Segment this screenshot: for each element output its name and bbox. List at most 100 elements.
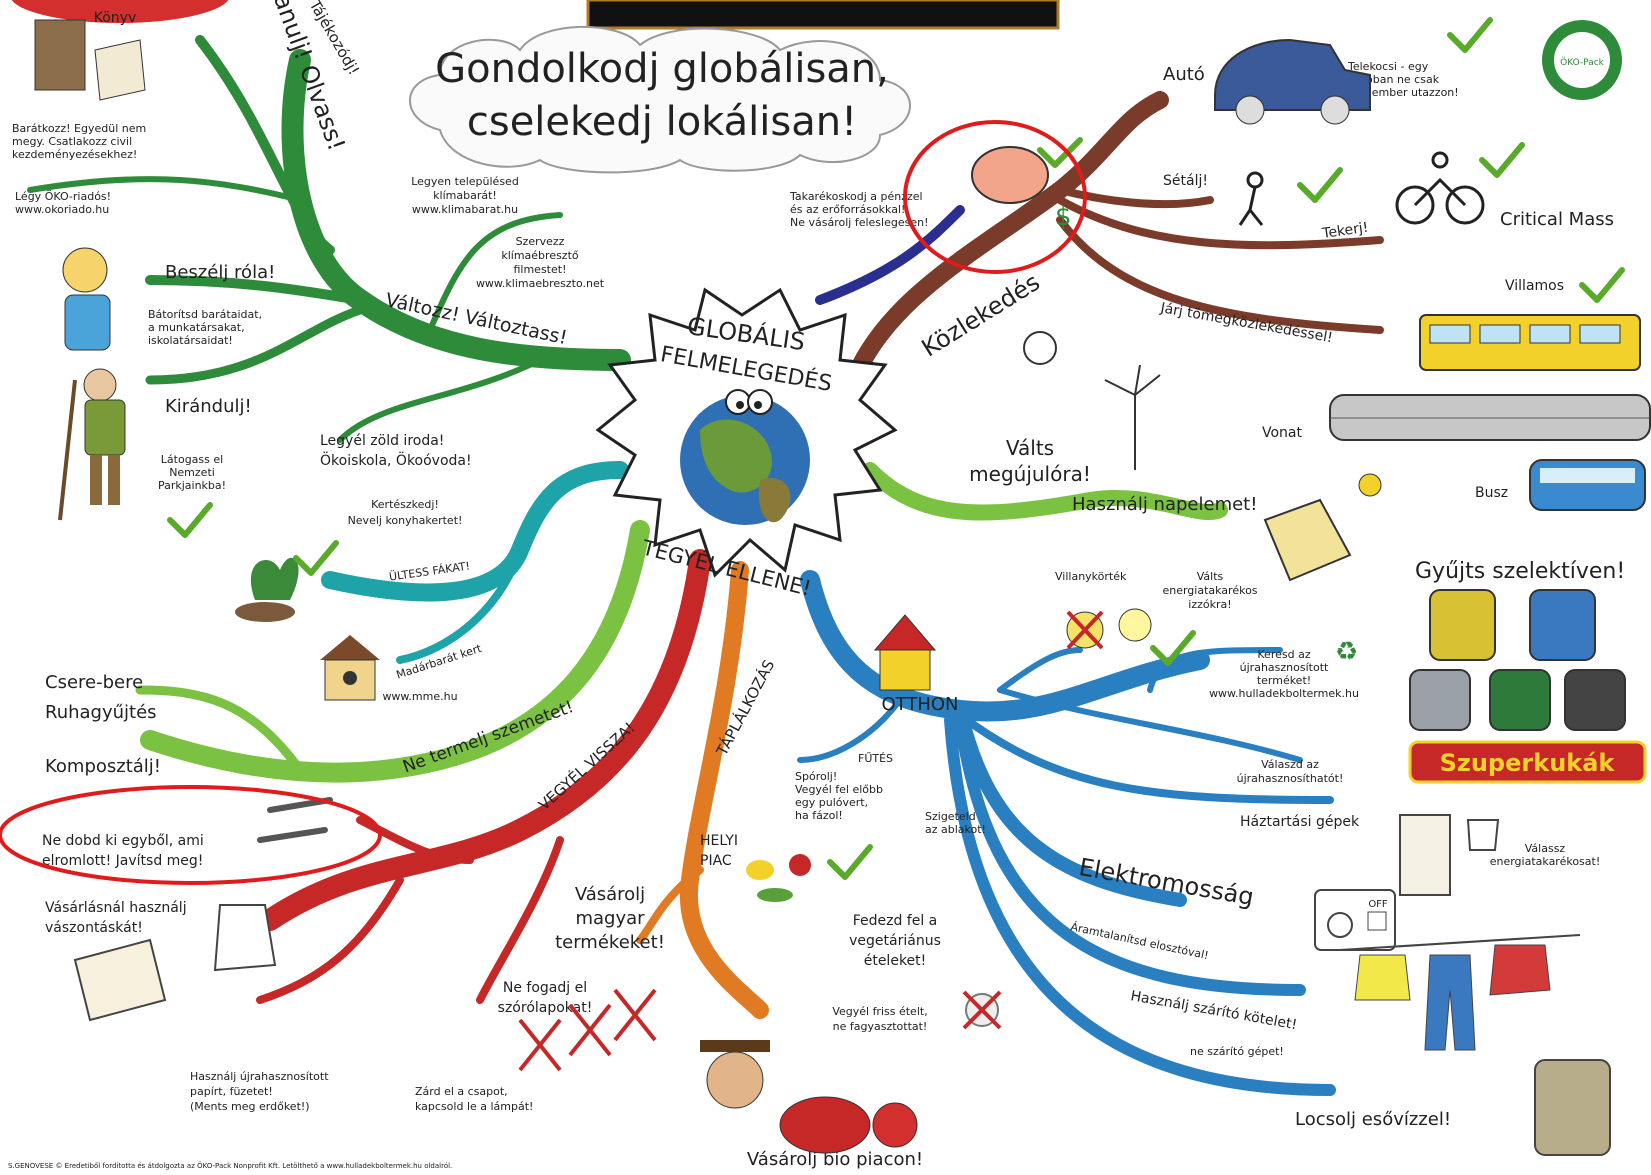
branch-ne-fogadj [476, 836, 564, 1004]
branch-futes [797, 697, 903, 763]
text-line: terméket! [1257, 674, 1311, 687]
text-line: filmestet! [513, 263, 566, 276]
wind-turbine-illustration [1104, 364, 1161, 470]
text-komposztalj: Komposztálj! [45, 756, 161, 777]
svg-text:$: $ [1055, 202, 1072, 232]
branch-setalj [1056, 186, 1214, 209]
text-line: Látogass el [161, 453, 223, 466]
text-line: Parkjainkba! [158, 479, 226, 492]
text-line: Legyél zöld iroda! [320, 433, 444, 449]
kettle-illustration [1466, 819, 1500, 851]
highlight-circle-takarekoskodj [903, 120, 1087, 274]
branch-beszelj [145, 275, 365, 305]
checkmark-icon [1037, 137, 1083, 168]
text-villamos: Villamos [1505, 278, 1564, 294]
text-line: vászontáskát! [45, 920, 143, 936]
branch-takarekoskodj [815, 205, 965, 305]
tools-icon [257, 797, 333, 843]
branch-ne-dobd [356, 816, 474, 864]
text-line: www.hulladekboltermek.hu [1209, 687, 1359, 700]
text-line: Ne vásárolj feleslegesen! [790, 216, 928, 229]
text-ultess: ÜLTESS FÁKAT! [388, 559, 470, 583]
recycle-icon: ♻ [1335, 637, 1358, 667]
text-setalj: Sétálj! [1163, 173, 1208, 189]
text-line: újrahasznosított [1240, 661, 1329, 674]
checkmark-icon [827, 844, 873, 880]
logo-text: ÖKO-Pack [1560, 57, 1605, 68]
branch-kirandulj [145, 305, 365, 385]
text-line: Légy ÖKO-riadós! [15, 190, 111, 203]
text-zold-iroda: Legyél zöld iroda!Ökoiskola, Ökoóvoda! [320, 433, 472, 469]
text-kerteszkedj: Kertészkedj! Nevelj konyhakertet! [348, 498, 463, 527]
text-line: papírt, füzetet! [190, 1085, 273, 1098]
text-locsolj: Locsolj esővízzel! [1295, 1109, 1451, 1130]
text-line: energiatakarékos [1162, 584, 1257, 597]
title-line2: cselekedj lokálisan! [467, 99, 857, 145]
text-line: vegetáriánus [849, 933, 941, 949]
credit-line: S.GENOVESE © Eredetiből fordította és át… [8, 1161, 452, 1170]
text-line: PIAC [700, 853, 732, 869]
text-critical: Critical Mass [1500, 209, 1614, 230]
text-line: és az erőforrásokkal! [790, 203, 905, 216]
label-otthon: OTTHON [881, 694, 958, 715]
text-line: energiatakarékosat! [1490, 855, 1601, 868]
tram-illustration [1419, 314, 1641, 371]
text-line: Csere-bere [45, 672, 143, 693]
text-futes: FŰTÉS [858, 751, 893, 765]
woman-illustration [62, 247, 108, 293]
text-villanykortek: Villanykörték [1055, 570, 1127, 583]
text-line: Válassz [1525, 842, 1566, 855]
branch-csere [135, 685, 305, 775]
text-line: ha fázol! [795, 809, 843, 822]
text-line: Ne dobd ki egyből, ami [42, 833, 204, 849]
text-line: Telekocsi - egy [1347, 60, 1429, 73]
text-auto: Autó [1163, 64, 1205, 85]
szuperkukak-label: Szuperkukák [1440, 749, 1616, 777]
branch-keresd [1147, 647, 1283, 693]
text-line: Zárd el a csapot, [415, 1085, 508, 1098]
branch-kozlekedes [841, 91, 1169, 399]
title-line1: Gondolkodj globálisan, [435, 46, 889, 92]
text-line: Vegyél fel előbb [795, 783, 883, 796]
hiker-illustration [83, 368, 117, 402]
center-node: GLOBÁLIS FELMELEGEDÉS TEGYÉL ELLENE! [595, 287, 898, 601]
text-line: szórólapokat! [498, 1000, 593, 1016]
text-line: Kertészkedj! [371, 498, 439, 511]
text-gyujts: Gyűjts szelektíven! [1415, 559, 1625, 584]
branch-teal [321, 461, 629, 602]
text-line: Válaszd az [1261, 758, 1319, 771]
checkmark-icon [1297, 167, 1343, 203]
branch-vegyel-vissza [259, 549, 711, 931]
text-line: Legyen településed [411, 175, 519, 188]
label-ne-termelj: Ne termelj szemetet! [400, 697, 576, 777]
branch-szarito [954, 714, 1306, 996]
checkmark-icon [167, 502, 213, 538]
branch-legyen [427, 212, 563, 333]
text-line: Nemzeti [169, 466, 215, 479]
text-haztartasi: Háztartási gépek [1240, 814, 1360, 830]
text-line: Fedezd fel a [853, 913, 938, 929]
branch-valts [862, 462, 1228, 521]
text-line: termékeket! [555, 932, 665, 953]
text-line: Nevelj konyhakertet! [348, 514, 463, 527]
szuperkukak-illustration: Szuperkukák [1408, 589, 1647, 784]
text-line: magyar [575, 908, 645, 929]
branch-villany [997, 647, 1083, 693]
text-line: klímabarát! [433, 189, 497, 202]
text-line: izzókra! [1188, 598, 1231, 611]
branch-tekerj [1056, 196, 1384, 250]
book-illustration [34, 19, 86, 91]
branch-elektromossag [953, 703, 1187, 907]
train-illustration [1329, 394, 1651, 441]
